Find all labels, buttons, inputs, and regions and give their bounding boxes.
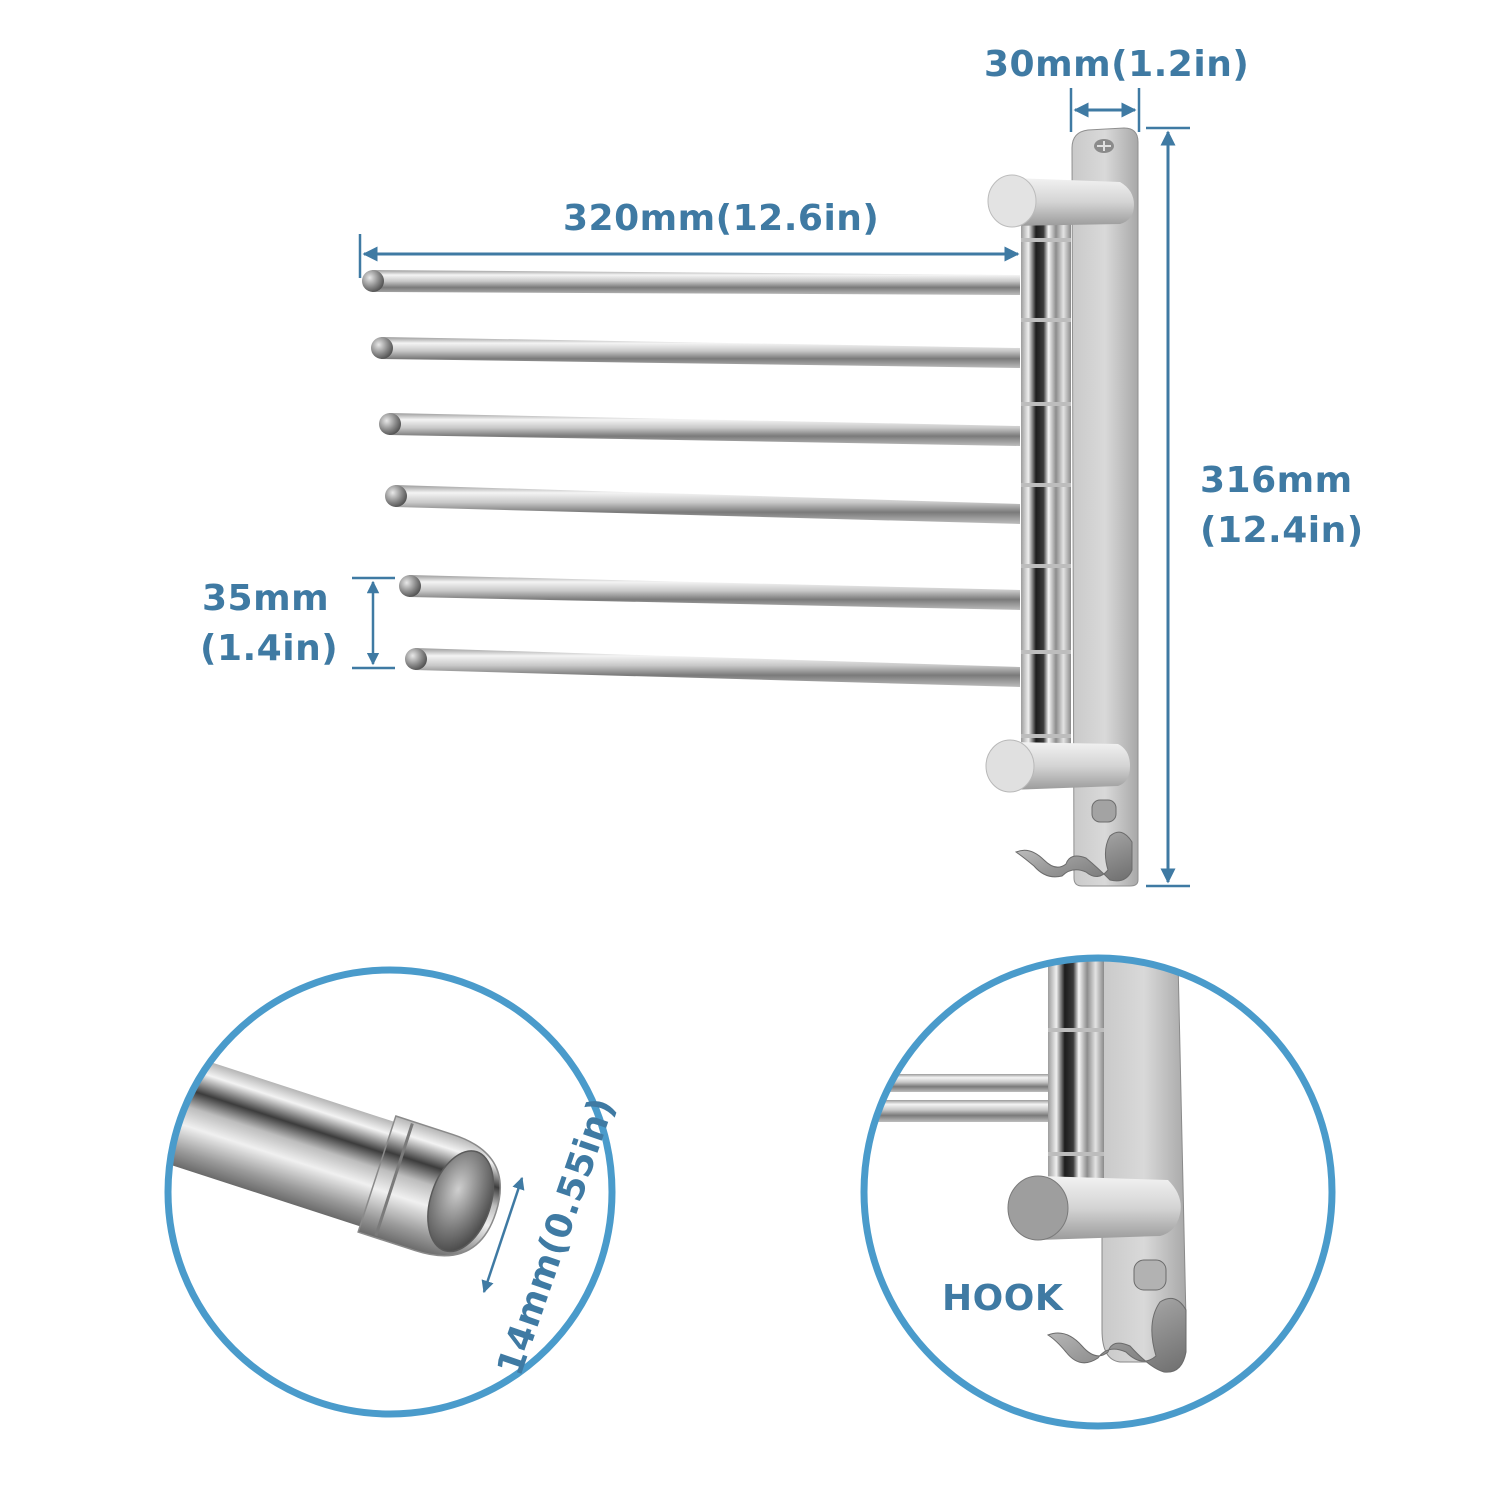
dimension-lines [352,88,1190,888]
wall-plate [1071,127,1139,887]
total-height-in: (12.4in) [1200,510,1364,551]
total-height-label: 316mm (12.4in) [1200,456,1364,556]
rotating-pole [1021,222,1071,752]
arm-spacing-label: 35mm (1.4in) [200,574,338,674]
hook-label: HOOK [942,1278,1064,1319]
towel-arm [405,648,1020,687]
bracket-width-dimension-line [1069,88,1141,132]
arm-spacing-dimension-line [352,576,395,670]
arm-spacing-mm: 35mm [202,578,330,619]
hook-closeup-callout [860,954,1336,1430]
arm-length-dimension-line [358,234,1020,278]
towel-arm [371,337,1020,368]
arm-diameter-dimension-line [481,1176,525,1294]
bottom-mount-cylinder [985,739,1130,793]
bracket-width-label: 30mm(1.2in) [984,44,1250,85]
hook [1014,799,1133,882]
towel-arm [399,575,1020,610]
towel-arm [379,413,1020,446]
towel-arm [362,270,1020,295]
total-height-dimension-line [1146,126,1190,888]
arm-length-label: 320mm(12.6in) [563,198,880,239]
total-height-mm: 316mm [1200,460,1353,501]
top-mount-cylinder [987,174,1134,228]
towel-arm [385,485,1020,524]
towel-arms [362,270,1020,687]
arm-spacing-in: (1.4in) [200,628,339,669]
screw-icon [1094,139,1114,153]
